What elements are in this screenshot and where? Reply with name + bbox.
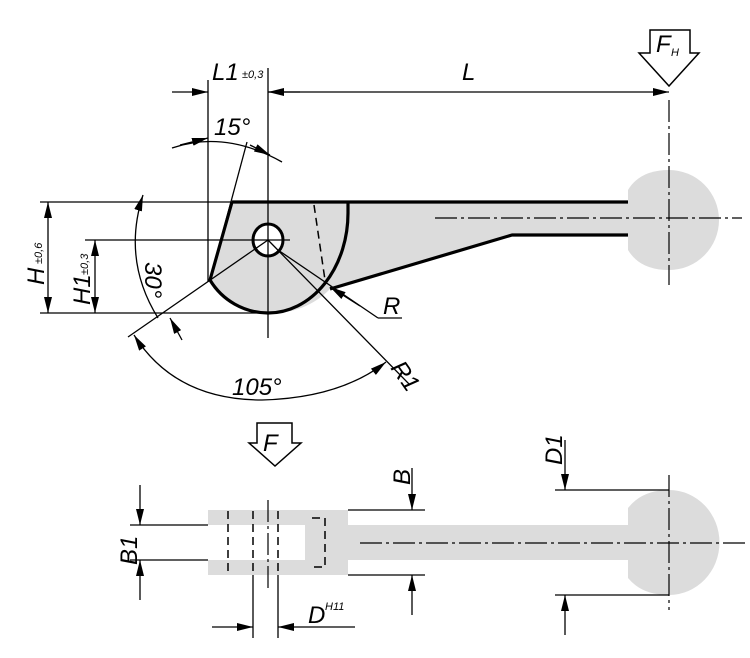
dim-b-label: B: [389, 469, 416, 485]
top-view: F B1 B D1 D H11: [116, 422, 746, 638]
dim-d-label: D: [308, 602, 325, 629]
dim-l1-tolerance: ±0,3: [242, 69, 264, 81]
radius-r1-label: R1: [385, 356, 425, 397]
dim-l1-label: L1: [212, 59, 239, 86]
dim-l-label: L: [462, 59, 475, 86]
dim-b1-label: B1: [116, 536, 143, 565]
dim-h-label: H: [23, 267, 50, 285]
angle-30-label: 30°: [139, 262, 166, 299]
dim-h-tolerance: ±0,6: [33, 242, 45, 264]
force-arrow-icon: [247, 422, 303, 468]
lever-outline: [208, 200, 628, 315]
dim-h1-tolerance: ±0,3: [79, 253, 91, 275]
force-label: F: [263, 430, 279, 457]
dim-d-tolerance: H11: [325, 601, 344, 613]
force-handle-subscript: H: [671, 47, 679, 59]
dim-d1-label: D1: [541, 434, 568, 465]
dim-h1-label: H1: [69, 274, 96, 305]
force-handle-label: F: [656, 31, 672, 58]
ball-knob: [628, 170, 719, 270]
angle-105-label: 105°: [232, 374, 282, 401]
fork-body: [208, 510, 348, 575]
radius-r-label: R: [383, 293, 400, 320]
side-view: L1 ±0,3 L F H H ±0,6 H1 ±0,3 R R1 15° 30…: [23, 29, 742, 401]
force-handle-arrow-icon: [637, 29, 701, 88]
lever-body: [210, 202, 628, 314]
angle-15-label: 15°: [214, 114, 251, 141]
